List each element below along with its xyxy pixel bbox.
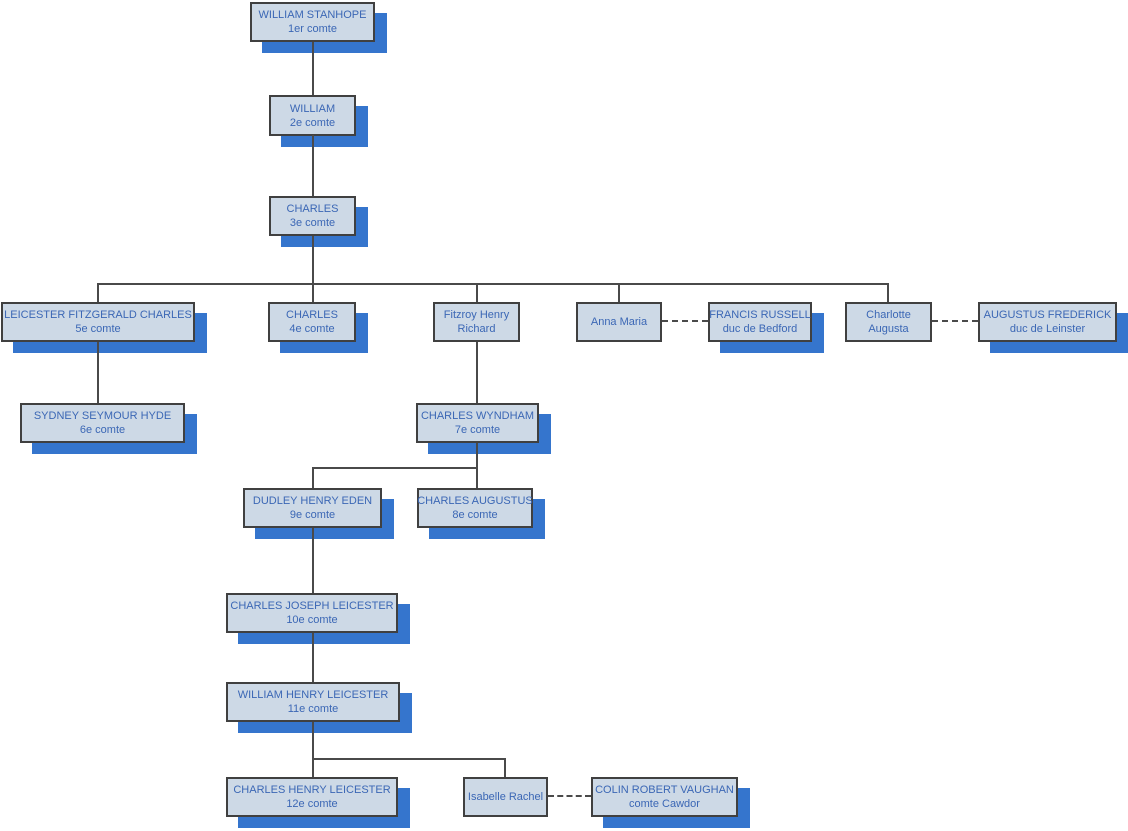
person-title: 6e comte [79,424,126,436]
connector-bus-wyndham-children [312,467,478,469]
connector-dudley9-joseph10 [312,528,314,593]
connector-fitzroy-wyndham7 [476,342,478,403]
person-name: AUGUSTUS FREDERICK [983,309,1112,321]
node-william-2e-comte: WILLIAM 2e comte [269,95,356,136]
person-title: 1er comte [288,23,337,35]
connector-drop-leicester5 [97,283,99,302]
person-name: Isabelle Rachel [467,791,544,803]
person-title: 5e comte [75,323,121,335]
person-title: 7e comte [454,424,501,436]
person-title: 9e comte [289,509,336,521]
connector-drop-annamaria [618,283,620,302]
node-fitzroy-henry-richard: Fitzroy Henry Richard [433,302,520,342]
node-charles-4e-comte: CHARLES 4e comte [268,302,356,342]
person-title: 11e comte [287,703,339,715]
person-name: CHARLES HENRY LEICESTER [233,784,391,796]
connector-drop-charles4 [312,283,314,302]
node-charles-3e-comte: CHARLES 3e comte [269,196,356,236]
person-title: 8e comte [452,509,498,521]
connector-drop-charlotte [887,283,889,302]
person-name: WILLIAM [289,102,336,115]
node-francis-russell-duc-de-bedford: FRANCIS RUSSELL duc de Bedford [708,302,812,342]
person-title: Augusta [868,323,909,335]
node-isabelle-rachel: Isabelle Rachel [463,777,548,817]
person-name: COLIN ROBERT VAUGHAN [595,784,734,796]
person-name: Anna Maria [590,316,648,328]
person-name: CHARLES WYNDHAM [420,410,535,422]
person-title: 10e comte [286,614,338,626]
person-title: comte Cawdor [629,798,700,810]
node-charlotte-augusta: Charlotte Augusta [845,302,932,342]
node-charles-henry-leicester-12e-comte: CHARLES HENRY LEICESTER 12e comte [226,777,398,817]
node-colin-robert-vaughan-comte-cawdor: COLIN ROBERT VAUGHAN comte Cawdor [591,777,738,817]
person-title: duc de Bedford [722,323,798,335]
person-title: 2e comte [289,116,336,129]
node-william-stanhope-1er-comte: WILLIAM STANHOPE 1er comte [250,2,375,42]
connector-charles3-bus [312,236,314,284]
node-sydney-seymour-hyde-6e-comte: SYDNEY SEYMOUR HYDE 6e comte [20,403,185,443]
connector-drop-charles12 [312,758,314,777]
connector-marriage-isabelle-colin [548,795,591,797]
person-name: CHARLES AUGUSTUS [417,495,533,507]
node-charles-augustus-8e-comte: CHARLES AUGUSTUS 8e comte [417,488,533,528]
person-title: Richard [457,323,496,335]
connector-joseph10-william11 [312,633,314,682]
person-name: LEICESTER FITZGERALD CHARLES [4,309,192,321]
node-augustus-frederick-duc-de-leinster: AUGUSTUS FREDERICK duc de Leinster [978,302,1117,342]
connector-drop-fitzroy [476,283,478,302]
person-name: CHARLES [286,203,339,215]
person-title: duc de Leinster [1009,323,1086,335]
person-title: 12e comte [286,798,338,810]
connector-william11-bus [312,722,314,759]
node-charles-wyndham-7e-comte: CHARLES WYNDHAM 7e comte [416,403,539,443]
connector-bus-generation4 [97,283,889,285]
connector-drop-charles8 [476,467,478,488]
connector-stanhope-william [312,42,314,95]
connector-drop-dudley9 [312,467,314,488]
connector-wyndham7-bus [476,443,478,468]
person-name: WILLIAM STANHOPE [258,9,367,21]
person-name: Charlotte [866,309,911,321]
person-name: DUDLEY HENRY EDEN [252,495,373,507]
person-name: CHARLES JOSEPH LEICESTER [230,600,394,612]
connector-marriage-charlotte-augustus [932,320,978,322]
node-leicester-fitzgerald-charles-5e-comte: LEICESTER FITZGERALD CHARLES 5e comte [1,302,195,342]
connector-drop-isabelle [504,758,506,777]
connector-leicester5-sydney6 [97,342,99,403]
person-name: CHARLES [286,309,338,321]
person-name: SYDNEY SEYMOUR HYDE [33,410,172,422]
person-title: 3e comte [289,217,336,229]
person-name: WILLIAM HENRY LEICESTER [237,689,389,701]
person-name: Fitzroy Henry [443,309,510,321]
person-name: FRANCIS RUSSELL [709,309,811,321]
node-dudley-henry-eden-9e-comte: DUDLEY HENRY EDEN 9e comte [243,488,382,528]
node-charles-joseph-leicester-10e-comte: CHARLES JOSEPH LEICESTER 10e comte [226,593,398,633]
connector-bus-william11-children [312,758,506,760]
connector-william-charles3 [312,135,314,196]
connector-marriage-annamaria-francis [662,320,708,322]
person-title: 4e comte [289,323,335,335]
node-anna-maria: Anna Maria [576,302,662,342]
node-william-henry-leicester-11e-comte: WILLIAM HENRY LEICESTER 11e comte [226,682,400,722]
